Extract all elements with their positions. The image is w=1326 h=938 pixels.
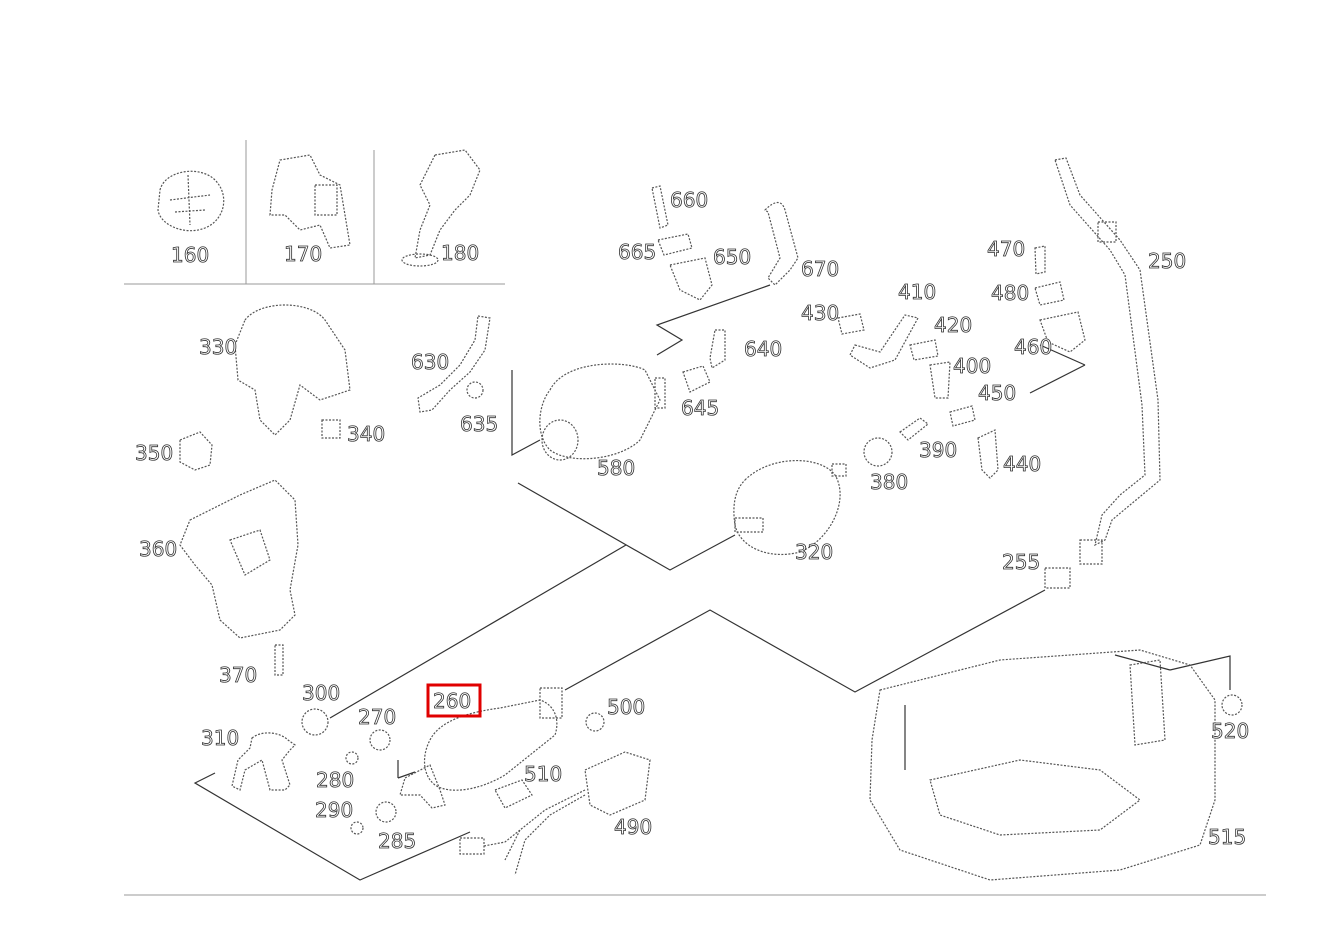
part-650 <box>669 257 713 301</box>
callout-370[interactable]: 370 <box>219 663 258 688</box>
part-320 <box>733 459 847 556</box>
callout-330[interactable]: 330 <box>199 335 238 360</box>
part-255 <box>1044 567 1071 589</box>
part-380 <box>863 437 893 467</box>
callout-260[interactable]: 260 <box>433 689 472 714</box>
callout-300[interactable]: 300 <box>302 681 341 706</box>
inset-separators <box>124 140 1266 896</box>
part-520 <box>1221 694 1243 716</box>
part-400 <box>929 361 951 399</box>
part-360 <box>179 479 299 639</box>
callout-640[interactable]: 640 <box>744 337 783 362</box>
callout-480[interactable]: 480 <box>991 281 1030 306</box>
callout-440[interactable]: 440 <box>1003 452 1042 477</box>
highlight-box-260 <box>426 683 482 718</box>
part-470 <box>1034 245 1046 275</box>
callout-520[interactable]: 520 <box>1211 719 1250 744</box>
callout-labels: 160 170 180 330 340 350 360 370 630 635 … <box>135 188 1250 854</box>
callout-635[interactable]: 635 <box>460 412 499 437</box>
callout-645[interactable]: 645 <box>681 396 720 421</box>
part-515 <box>869 649 1216 881</box>
callout-515[interactable]: 515 <box>1208 825 1247 850</box>
callout-460[interactable]: 460 <box>1014 335 1053 360</box>
callout-290[interactable]: 290 <box>315 798 354 823</box>
part-300 <box>301 708 329 736</box>
inset-part-160 <box>157 170 225 232</box>
part-480 <box>1034 281 1065 306</box>
part-420 <box>909 339 939 361</box>
part-430 <box>837 313 865 335</box>
inset-part-180 <box>401 149 481 267</box>
callout-180[interactable]: 180 <box>441 241 480 266</box>
part-410 <box>849 314 919 369</box>
part-665 <box>657 233 693 256</box>
callout-500[interactable]: 500 <box>607 695 646 720</box>
callout-420[interactable]: 420 <box>934 313 973 338</box>
callout-280[interactable]: 280 <box>316 768 355 793</box>
callout-630[interactable]: 630 <box>411 350 450 375</box>
callout-510[interactable]: 510 <box>524 762 563 787</box>
callout-400[interactable]: 400 <box>953 354 992 379</box>
callout-310[interactable]: 310 <box>201 726 240 751</box>
callout-170[interactable]: 170 <box>284 242 323 267</box>
callout-470[interactable]: 470 <box>987 237 1026 262</box>
callout-340[interactable]: 340 <box>347 422 386 447</box>
part-630-635 <box>417 315 491 413</box>
part-500 <box>585 712 605 732</box>
part-310 <box>231 732 296 791</box>
callout-490[interactable]: 490 <box>614 815 653 840</box>
callout-160[interactable]: 160 <box>171 243 210 268</box>
callout-255[interactable]: 255 <box>1002 550 1041 575</box>
part-250 <box>1054 157 1161 565</box>
part-270 <box>369 729 391 751</box>
part-290 <box>350 821 364 835</box>
part-285 <box>375 801 397 823</box>
callout-650[interactable]: 650 <box>713 245 752 270</box>
part-440 <box>977 429 999 479</box>
callout-285[interactable]: 285 <box>378 829 417 854</box>
callout-580[interactable]: 580 <box>597 456 636 481</box>
callout-350[interactable]: 350 <box>135 441 174 466</box>
callout-380[interactable]: 380 <box>870 470 909 495</box>
callout-430[interactable]: 430 <box>801 301 840 326</box>
part-510 <box>494 779 533 809</box>
part-390 <box>899 417 929 441</box>
callout-450[interactable]: 450 <box>978 381 1017 406</box>
part-645 <box>682 365 711 393</box>
part-330-340 <box>234 304 351 439</box>
part-490 <box>459 751 651 876</box>
callout-670[interactable]: 670 <box>801 257 840 282</box>
part-460 <box>1039 311 1086 353</box>
part-280 <box>345 751 359 765</box>
callout-660[interactable]: 660 <box>670 188 709 213</box>
callout-390[interactable]: 390 <box>919 438 958 463</box>
part-350 <box>179 431 213 471</box>
callout-270[interactable]: 270 <box>358 705 397 730</box>
part-660 <box>651 185 669 229</box>
part-580 <box>539 363 666 461</box>
callout-250[interactable]: 250 <box>1148 249 1187 274</box>
part-260 <box>399 687 563 809</box>
callout-410[interactable]: 410 <box>898 280 937 305</box>
callout-360[interactable]: 360 <box>139 537 178 562</box>
inset-part-170 <box>269 154 351 249</box>
callout-320[interactable]: 320 <box>795 540 834 565</box>
callout-665[interactable]: 665 <box>618 240 657 265</box>
part-670 <box>764 201 799 286</box>
part-640 <box>709 329 726 369</box>
part-450 <box>949 405 976 427</box>
part-370 <box>274 644 284 676</box>
